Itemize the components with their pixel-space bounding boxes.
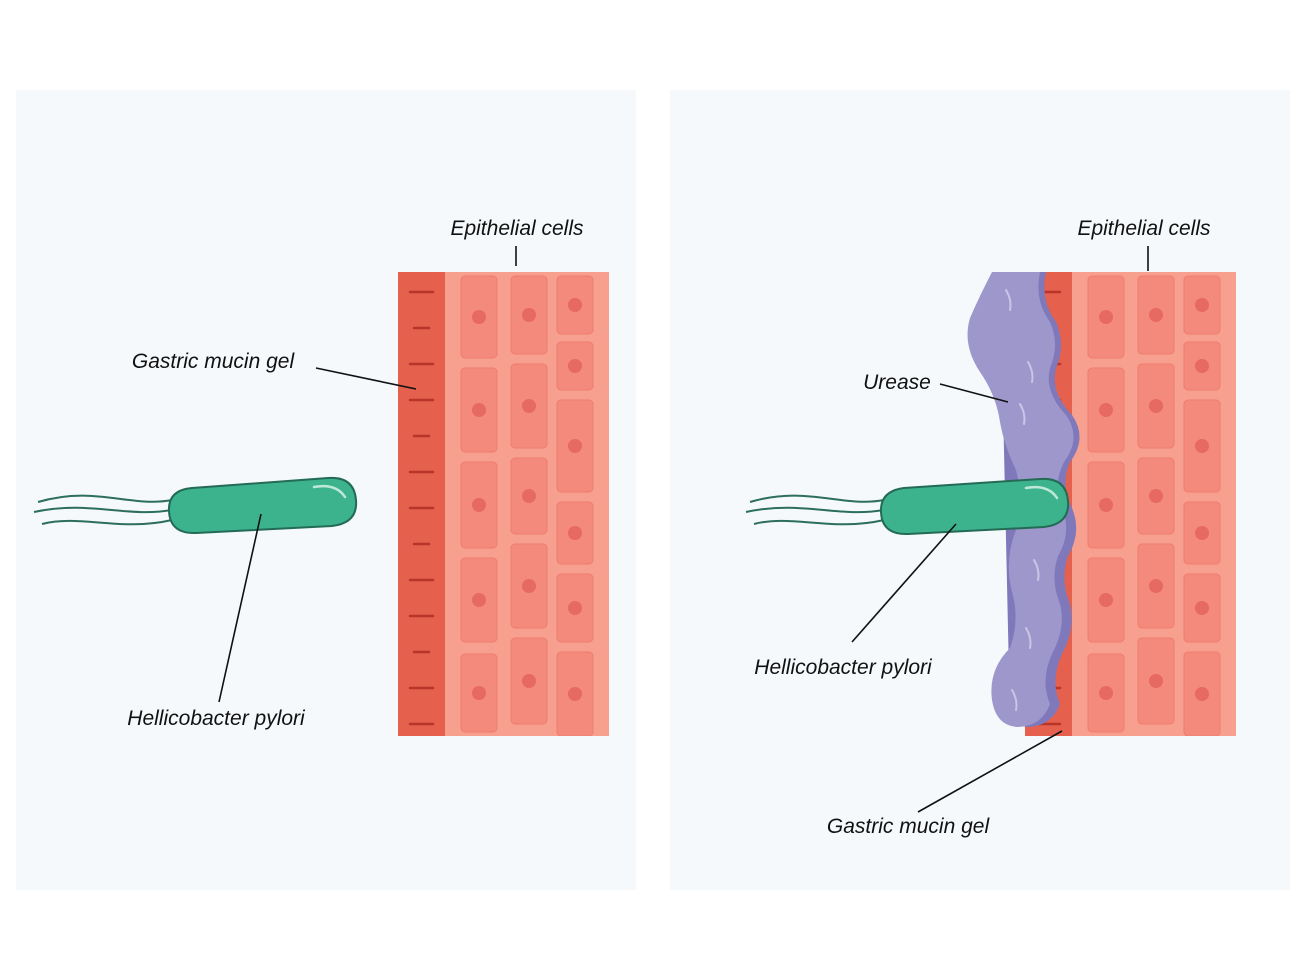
flagellum xyxy=(749,494,885,503)
bacterium-body xyxy=(167,476,358,535)
mucin-gel-strip xyxy=(398,272,445,736)
cell-nucleus xyxy=(1195,439,1209,453)
cell-nucleus xyxy=(1099,310,1113,324)
cell-nucleus xyxy=(1149,489,1163,503)
right-panel: Epithelial cells Urease Hellicobacter py… xyxy=(670,90,1290,890)
helicobacter-pylori-icon xyxy=(745,477,1070,536)
cell-nucleus xyxy=(1099,403,1113,417)
flagellum xyxy=(41,519,173,526)
cell-nucleus xyxy=(568,526,582,540)
cell-nucleus xyxy=(568,687,582,701)
cell-nucleus xyxy=(1099,686,1113,700)
epithelial-cells-grid xyxy=(1087,275,1221,736)
cell-nucleus xyxy=(472,310,486,324)
cell-nucleus xyxy=(568,359,582,373)
cell-nucleus xyxy=(568,298,582,312)
cell-nucleus xyxy=(1195,526,1209,540)
cell-nucleus xyxy=(1195,687,1209,701)
urease-highlight xyxy=(1005,289,1012,311)
cell-nucleus xyxy=(472,686,486,700)
bacterium-highlight xyxy=(1024,485,1059,500)
cell-nucleus xyxy=(1149,674,1163,688)
urease-highlight xyxy=(1025,627,1032,649)
leader-urease xyxy=(939,383,1009,403)
cell-nucleus xyxy=(1195,298,1209,312)
cell-nucleus xyxy=(522,489,536,503)
cell-nucleus xyxy=(472,593,486,607)
cell-nucleus xyxy=(1149,308,1163,322)
left-panel: Epithelial cells Gastric mucin gel Helli… xyxy=(16,90,636,890)
leader-bacterium xyxy=(218,513,262,703)
label-epithelial-cells: Epithelial cells xyxy=(450,217,584,240)
helicobacter-pylori-icon xyxy=(33,476,358,535)
leader-mucin xyxy=(315,367,417,390)
cell-nucleus xyxy=(522,308,536,322)
flagellum xyxy=(745,506,885,514)
cell-nucleus xyxy=(568,439,582,453)
label-helicobacter-pylori: Hellicobacter pylori xyxy=(754,656,933,679)
cell-nucleus xyxy=(1099,498,1113,512)
flagellum xyxy=(37,494,173,503)
cell-nucleus xyxy=(1149,399,1163,413)
bacterium-highlight xyxy=(312,484,347,499)
flagellum xyxy=(753,519,885,526)
urease-highlight xyxy=(1033,559,1040,581)
urease-highlight xyxy=(1011,689,1018,711)
label-gastric-mucin-gel: Gastric mucin gel xyxy=(827,815,991,838)
label-urease: Urease xyxy=(863,371,931,394)
cell-nucleus xyxy=(1195,359,1209,373)
gastric-mucin-layer xyxy=(398,272,445,736)
flagellum xyxy=(33,506,173,514)
bacterium-body xyxy=(879,477,1070,536)
epithelial-tissue-icon xyxy=(1072,272,1236,736)
label-helicobacter-pylori: Hellicobacter pylori xyxy=(127,707,306,730)
cell-nucleus xyxy=(522,579,536,593)
cell-nucleus xyxy=(472,403,486,417)
label-epithelial-cells: Epithelial cells xyxy=(1077,217,1211,240)
cell-nucleus xyxy=(522,674,536,688)
leader-bacterium xyxy=(851,523,957,643)
urease-highlight xyxy=(1027,361,1034,383)
cell-nucleus xyxy=(472,498,486,512)
mucin-dashes xyxy=(408,290,435,726)
cell-nucleus xyxy=(568,601,582,615)
epithelial-tissue-icon xyxy=(445,272,609,736)
cell-nucleus xyxy=(522,399,536,413)
epithelial-cells-grid xyxy=(460,275,594,736)
label-gastric-mucin-gel: Gastric mucin gel xyxy=(132,350,296,373)
cell-nucleus xyxy=(1149,579,1163,593)
leader-mucin xyxy=(917,730,1063,813)
cell-nucleus xyxy=(1195,601,1209,615)
cell-nucleus xyxy=(1099,593,1113,607)
urease-highlight xyxy=(1019,403,1026,425)
